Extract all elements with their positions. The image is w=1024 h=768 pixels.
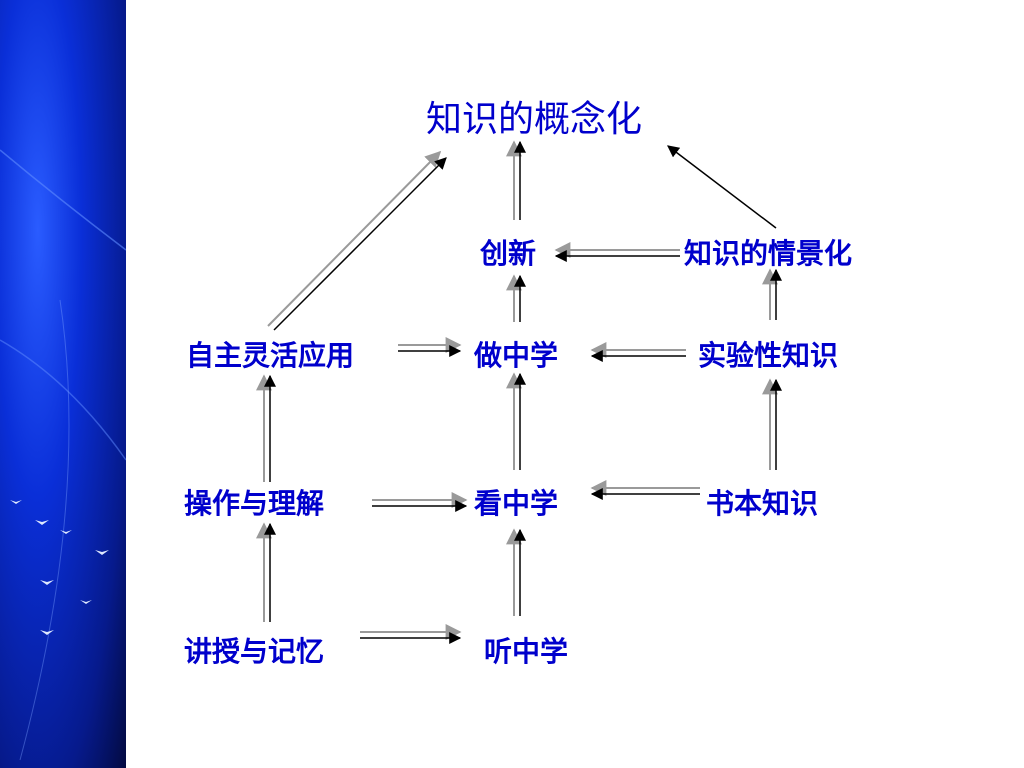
node-knowledge-conceptualization: 知识的概念化 [426,99,643,140]
node-learning-by-listening: 听中学 [484,635,569,668]
arrow-seeing-to-doing [506,372,526,470]
node-innovation: 创新 [480,237,537,270]
node-operation-understanding: 操作与理解 [184,487,325,520]
arrow-lecture-to-listening [360,624,462,644]
arrow-doing-to-innovation [506,274,526,322]
arrow-situational-to-concept [667,145,777,229]
arrow-lecture-to-operate [256,522,276,622]
node-learning-by-seeing: 看中学 [474,487,559,520]
arrow-experimental-to-doing [590,342,686,362]
arrow-operate-to-seeing [372,492,468,512]
arrow-autonomous-to-doing [398,337,462,357]
arrow-situational-to-innovation [554,242,680,262]
node-knowledge-situational: 知识的情景化 [684,237,853,270]
arrow-book-to-experimental [762,378,782,470]
side-panel-art [0,149,126,761]
arrow-autonomous-to-concept [267,150,447,331]
arrow-operate-to-autonomous [256,374,276,482]
node-experimental-knowledge: 实验性知识 [698,339,839,372]
arrow-experimental-to-situational [762,268,782,320]
node-autonomous-application: 自主灵活应用 [186,339,355,372]
birds-icon [10,500,109,635]
arrow-innovation-to-concept [506,140,526,220]
node-lecture-memory: 讲授与记忆 [184,635,325,668]
node-book-knowledge: 书本知识 [706,487,819,520]
node-learning-by-doing: 做中学 [474,339,559,372]
arrow-listening-to-seeing [506,528,526,616]
decorative-side-panel [0,0,126,768]
arrow-book-to-seeing [590,480,700,500]
